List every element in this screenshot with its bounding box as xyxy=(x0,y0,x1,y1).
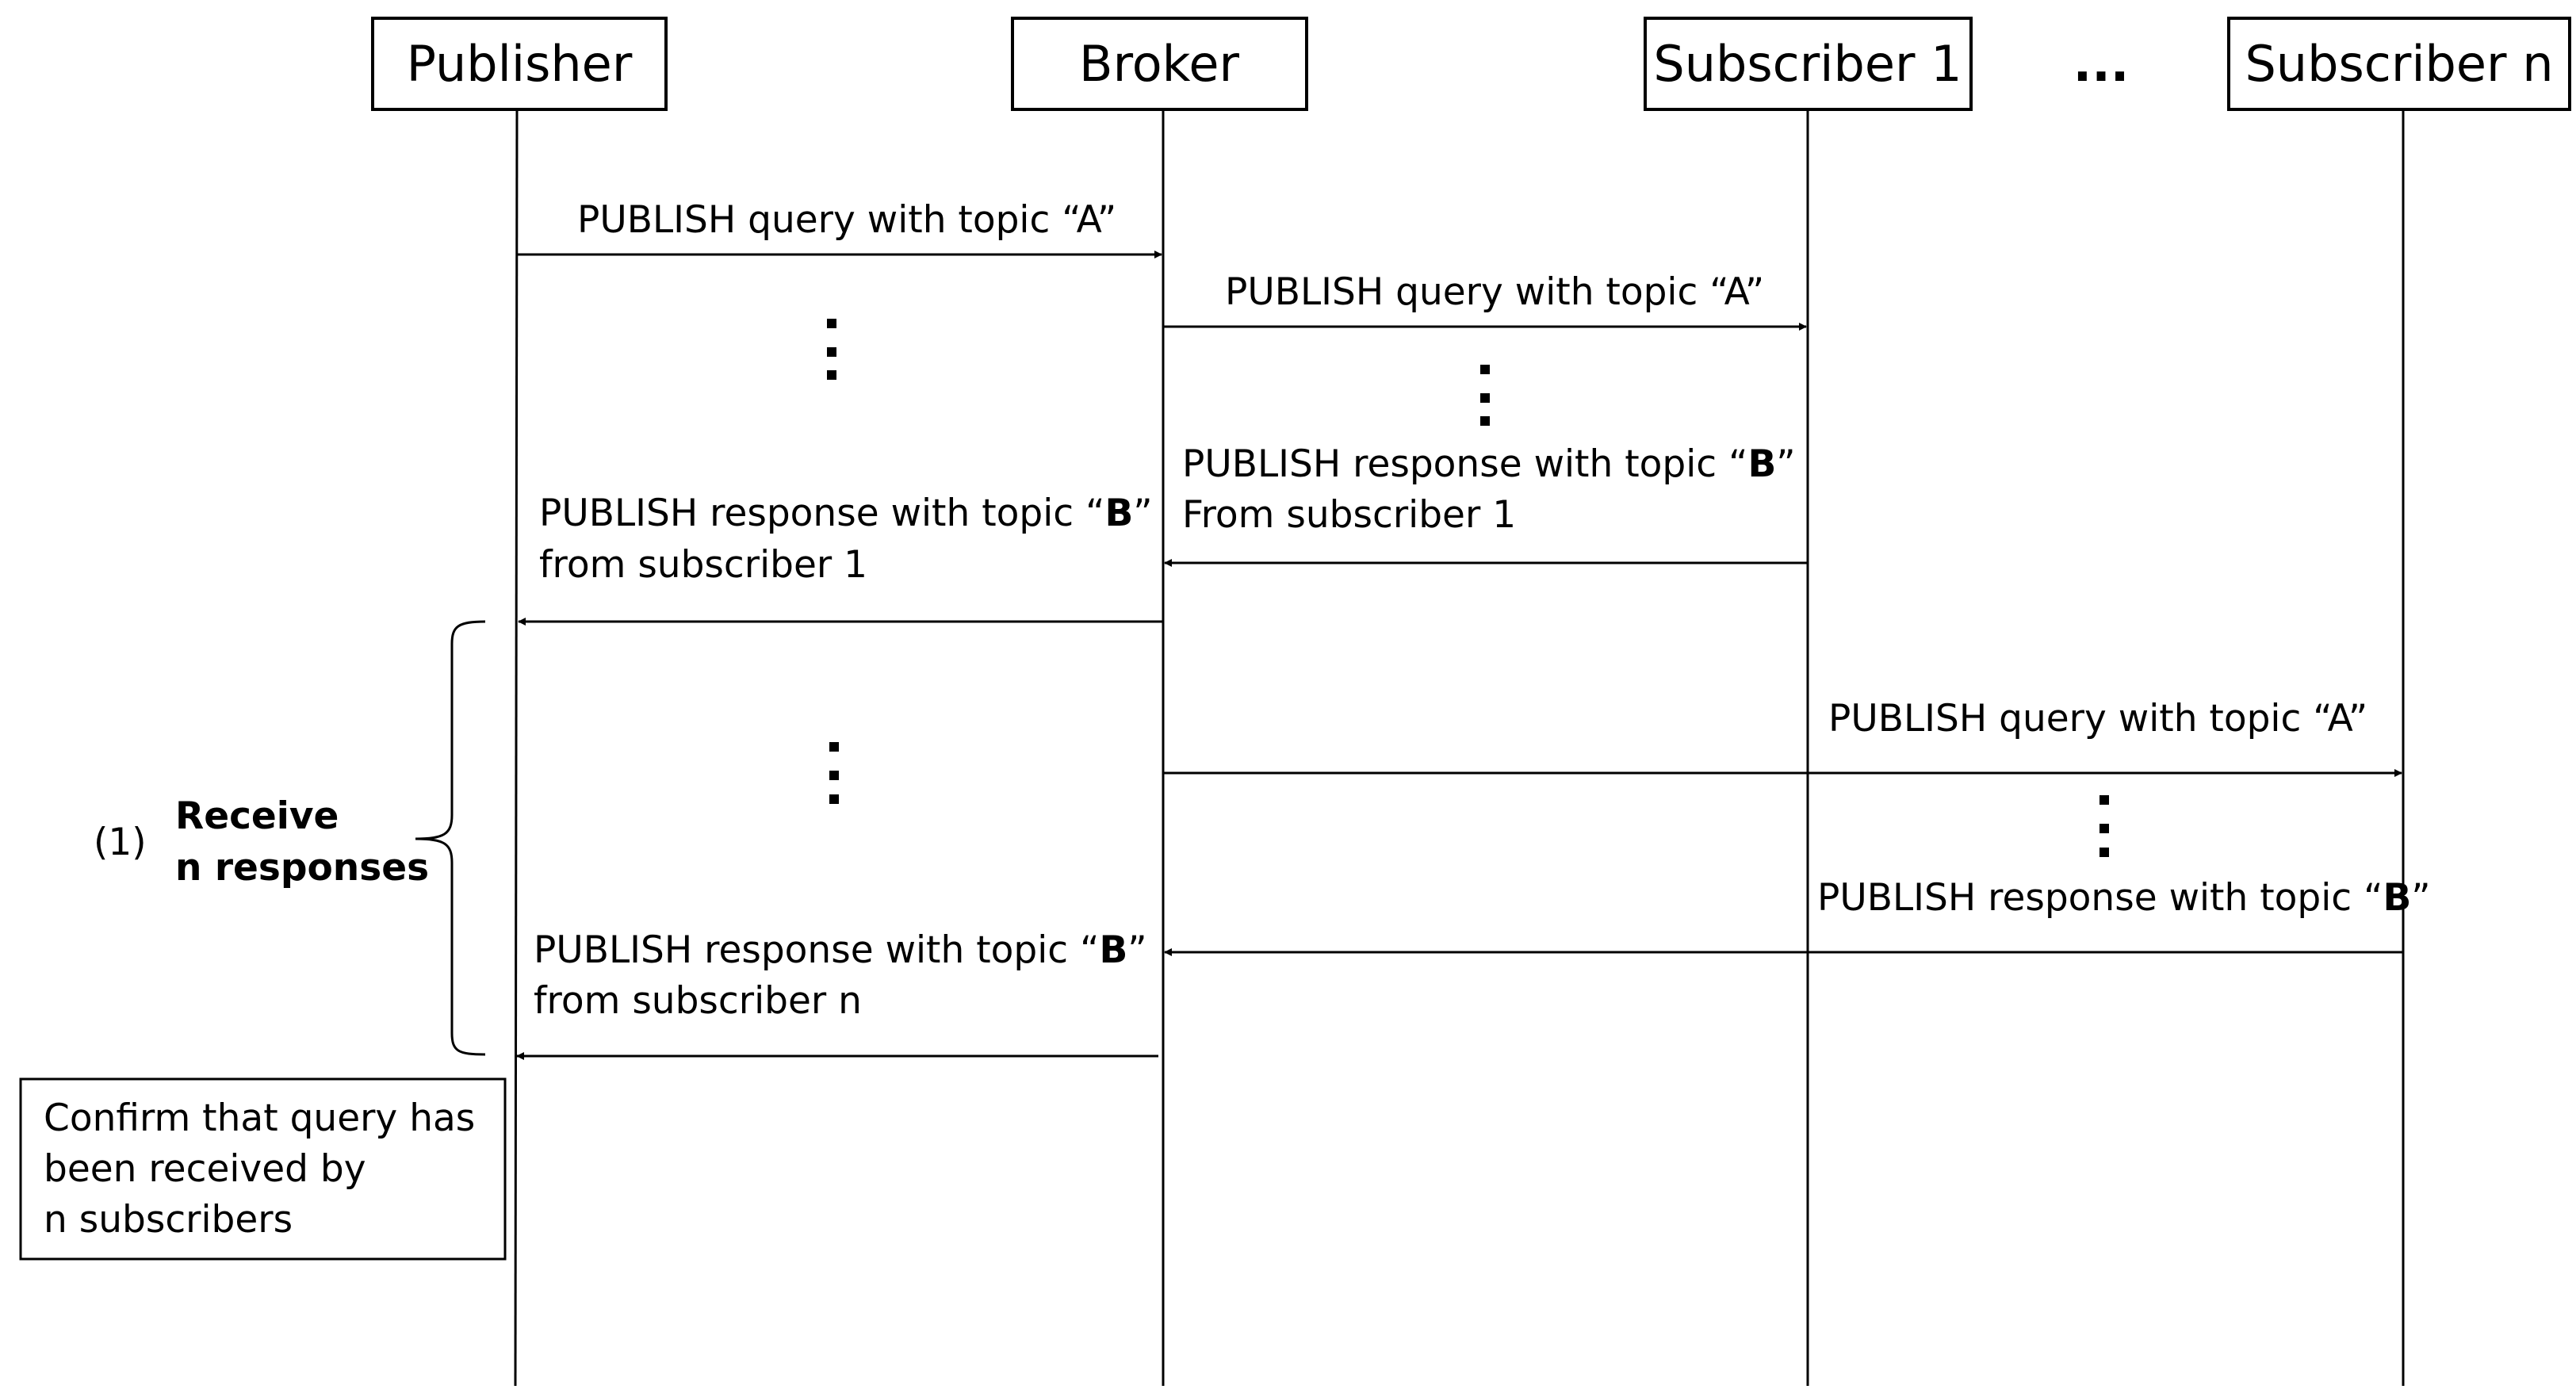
participants-ellipsis: ... xyxy=(2073,35,2130,93)
vertical-ellipsis xyxy=(2099,795,2109,857)
message-broker-to-sub1-query: PUBLISH query with topic “A” xyxy=(1163,270,1807,331)
confirmation-note: Confirm that query has been received by … xyxy=(19,1077,507,1261)
annotation-line1: Receive xyxy=(175,794,339,838)
svg-text:PUBLISH response with topic “B: PUBLISH response with topic “B” xyxy=(1817,876,2431,920)
topic-b-label: B xyxy=(2383,876,2411,920)
closing-quote: ” xyxy=(1127,928,1146,972)
participant-label: Subscriber 1 xyxy=(1653,35,1962,93)
message-label: PUBLISH response with topic “ xyxy=(1817,876,2383,920)
note-line3: n subscribers xyxy=(44,1198,293,1242)
vertical-ellipsis xyxy=(1480,365,1490,426)
message-label: PUBLISH response with topic “ xyxy=(1182,442,1747,486)
message-label: PUBLISH query with topic “A” xyxy=(1828,697,2367,741)
svg-text:PUBLISH query with topic “A”: PUBLISH query with topic “A” xyxy=(1828,697,2367,741)
participant-broker: Broker xyxy=(1011,17,1308,111)
participant-label: Subscriber n xyxy=(2245,35,2553,93)
publisher-lifeline xyxy=(514,109,519,1387)
message-sublabel: From subscriber 1 xyxy=(1182,493,1516,537)
participant-publisher: Publisher xyxy=(371,17,668,111)
closing-quote: ” xyxy=(1133,492,1152,535)
participant-label: Broker xyxy=(1079,35,1239,93)
message-subn-to-broker-response: PUBLISH response with topic “B” xyxy=(1164,876,2431,956)
participant-subscribern: Subscriber n xyxy=(2227,17,2571,111)
message-label: PUBLISH query with topic “A” xyxy=(577,198,1116,242)
message-broker-to-pub-response1: PUBLISH response with topic “B” from sub… xyxy=(518,492,1163,626)
svg-text:PUBLISH response with topic “B: PUBLISH response with topic “B” xyxy=(1182,442,1796,486)
note-line1: Confirm that query has xyxy=(44,1096,475,1140)
svg-text:PUBLISH query with topic “A”: PUBLISH query with topic “A” xyxy=(1225,270,1764,314)
note-line2: been received by xyxy=(44,1147,366,1191)
svg-text:PUBLISH query with topic “A”: PUBLISH query with topic “A” xyxy=(577,198,1116,242)
message-pub-to-broker-query: PUBLISH query with topic “A” xyxy=(517,198,1162,258)
topic-b-label: B xyxy=(1099,928,1127,972)
message-broker-to-subn-query: PUBLISH query with topic “A” xyxy=(1163,697,2402,777)
annotation-line2: n responses xyxy=(175,846,429,890)
participant-subscriber1: Subscriber 1 xyxy=(1644,17,1973,111)
annotation-number: (1) xyxy=(94,821,147,864)
curly-brace xyxy=(415,620,486,1056)
closing-quote: ” xyxy=(2411,876,2430,920)
message-label: PUBLISH query with topic “A” xyxy=(1225,270,1764,314)
svg-text:PUBLISH response with topic “B: PUBLISH response with topic “B” xyxy=(534,928,1147,972)
message-label: PUBLISH response with topic “ xyxy=(539,492,1104,535)
message-broker-to-pub-responsen: PUBLISH response with topic “B” from sub… xyxy=(516,928,1158,1060)
svg-text:PUBLISH response with topic “B: PUBLISH response with topic “B” xyxy=(539,492,1153,535)
participant-label: Publisher xyxy=(407,35,633,93)
message-sub1-to-broker-response: PUBLISH response with topic “B” From sub… xyxy=(1164,442,1808,567)
topic-b-label: B xyxy=(1747,442,1776,486)
message-label: PUBLISH response with topic “ xyxy=(534,928,1099,972)
vertical-ellipsis xyxy=(829,742,839,804)
closing-quote: ” xyxy=(1776,442,1795,486)
message-sublabel: from subscriber n xyxy=(534,979,862,1023)
vertical-ellipsis xyxy=(827,319,836,380)
message-sublabel: from subscriber 1 xyxy=(539,543,867,587)
topic-b-label: B xyxy=(1104,492,1133,535)
